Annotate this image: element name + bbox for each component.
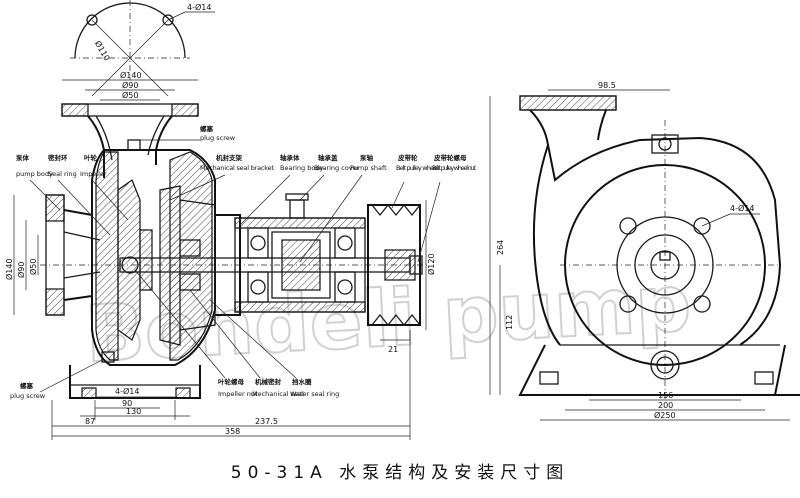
dim-side-holes: 4-Ø14 (730, 203, 754, 213)
dim-len-90: 90 (122, 399, 132, 408)
top-dimensions: Ø140 Ø90 Ø50 (62, 70, 198, 101)
dim-len-237-5: 237.5 (255, 417, 278, 426)
dim-side-112: 112 (505, 315, 514, 330)
label-impeller-cn: 叶轮 (84, 153, 98, 162)
label-impeller-nut-en: Impeller nut (218, 390, 258, 398)
dim-len-130: 130 (126, 407, 141, 416)
left-dimensions: Ø140 Ø90 Ø50 (4, 195, 39, 315)
label-mech-seal-bracket-cn: 机封支架 (216, 153, 243, 162)
dim-d90-left: Ø90 (16, 262, 26, 278)
label-mech-seal-cn: 机械密封 (255, 377, 282, 386)
label-belt-pulley-cn: 皮带轮 (398, 153, 418, 162)
label-mech-seal-en: Mechanical seal (252, 390, 304, 398)
label-pump-shaft-cn: 泵轴 (359, 153, 374, 162)
label-belt-pulley-nut-en: Belt pulley wheel nut (432, 164, 476, 172)
label-water-seal-en: Water seal ring (290, 390, 339, 398)
label-plug-screw-bottom-cn: 螺塞 (20, 381, 34, 390)
dim-side-250: Ø250 (654, 410, 676, 420)
section-view: 4-Ø14 Ø110 Ø140 Ø90 Ø50 (4, 0, 476, 440)
bottom-dimensions: 4-Ø14 90 130 87 237.5 358 21 Ø120 (51, 200, 436, 440)
dim-side-156: 156 (658, 391, 673, 400)
dim-holes-bottom: 4-Ø14 (115, 386, 139, 396)
dim-d90-top: Ø90 (122, 80, 138, 90)
side-view: 98.5 4-Ø14 264 (489, 81, 800, 421)
label-pump-shaft-en: Pump shaft (350, 164, 387, 172)
label-bearing-body-en: Bearing body (280, 164, 323, 172)
label-seal-ring-cn: 密封环 (48, 153, 68, 162)
label-plug-screw-top-cn: 螺塞 (200, 124, 214, 133)
dim-d120: Ø120 (426, 253, 436, 275)
label-pump-body-en: pump body (16, 170, 53, 178)
dim-d50-top: Ø50 (122, 90, 138, 100)
dim-bolt-circle: Ø110 (93, 39, 112, 63)
label-plug-screw-top-en: plug screw (200, 134, 236, 142)
dim-side-98-5: 98.5 (598, 81, 616, 90)
label-bearing-body-cn: 轴承体 (280, 153, 300, 162)
dim-holes-top: 4-Ø14 (187, 2, 211, 12)
dim-d50-left: Ø50 (28, 259, 38, 275)
dim-len-87: 87 (85, 417, 95, 426)
label-water-seal-cn: 挡水圈 (292, 377, 312, 386)
label-bearing-cover-cn: 轴承盖 (318, 153, 338, 162)
label-impeller-nut-cn: 叶轮螺母 (218, 377, 245, 386)
drawing-title: 50-31A 水泵结构及安装尺寸图 (230, 463, 570, 483)
label-belt-pulley-en: Belt pulley wheel (396, 164, 438, 172)
dim-side-264: 264 (496, 240, 505, 255)
top-flange-bolt-view: 4-Ø14 Ø110 (70, 0, 215, 97)
part-labels: 螺塞 plug screw 泵体 pump body 密封环 Seal ring… (10, 124, 476, 400)
label-pump-body-cn: 泵体 (15, 153, 30, 162)
label-seal-ring-en: Seal ring (48, 170, 77, 178)
dim-len-358: 358 (225, 427, 240, 436)
label-bearing-cover-en: Bearing cover (314, 164, 360, 172)
label-plug-screw-bottom-en: plug screw (10, 392, 46, 400)
label-belt-pulley-nut-cn: 皮带轮螺母 (434, 153, 467, 162)
dim-side-200: 200 (658, 401, 673, 410)
label-impeller-en: Impeller (80, 170, 107, 178)
label-mech-seal-bracket-en: Mechanical seal bracket (200, 164, 274, 172)
dim-d140-top: Ø140 (120, 70, 142, 80)
dim-d140-left: Ø140 (4, 258, 14, 280)
dim-height-21: 21 (388, 345, 398, 354)
